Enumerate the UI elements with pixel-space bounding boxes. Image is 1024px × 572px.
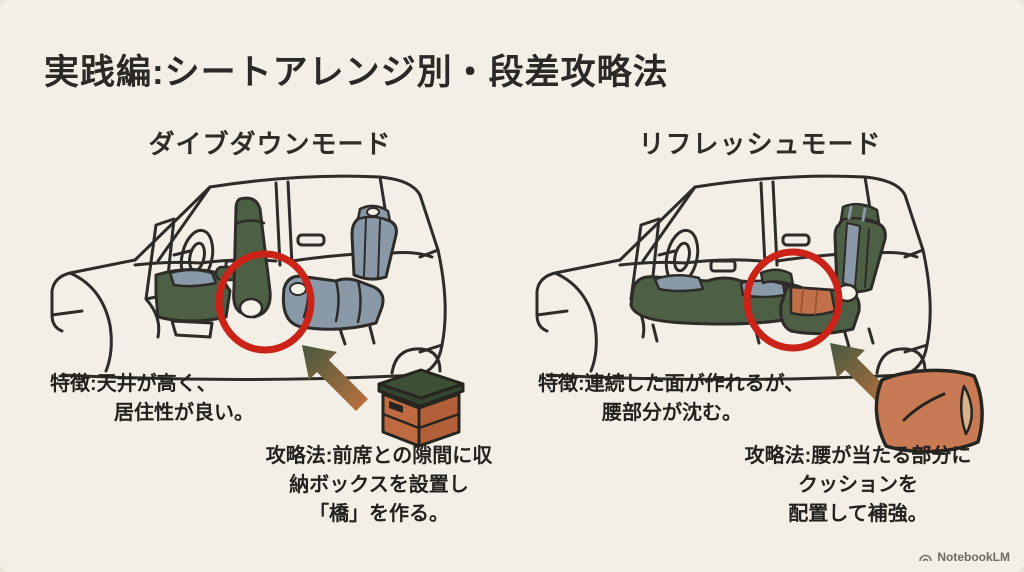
strategy-line: 「橋」を作る。	[309, 503, 449, 525]
front-seat-reclined-flat	[629, 268, 811, 345]
left-panel-heading: ダイブダウンモード	[148, 129, 392, 159]
car-illustration-dive-down	[50, 174, 447, 411]
storage-box-icon	[377, 368, 465, 448]
gradient-arrow-up-left-icon	[302, 345, 368, 411]
strategy-line: 攻略法:前席との隙間に収	[265, 445, 493, 467]
strategy-line: クッションを	[798, 474, 918, 496]
left-strategy-text: 攻略法:前席との隙間に収 納ボックスを設置し 「橋」を作る。	[234, 442, 524, 529]
notebooklm-logo-icon	[919, 554, 933, 562]
feature-line: 腰部分が沈む。	[602, 402, 742, 424]
strategy-line: 納ボックスを設置し	[289, 474, 469, 496]
feature-line: 特徴:連続した面が作れるが、	[538, 373, 805, 395]
rear-seatback-upright	[833, 202, 887, 349]
watermark-label: NotebookLM	[937, 550, 1010, 564]
left-feature-text: 特徴:天井が高く、 居住性が良い。	[50, 370, 254, 428]
hip-sink-highlight	[789, 285, 837, 317]
strategy-line: 配置して補強。	[788, 503, 928, 525]
car-body-outline	[50, 174, 447, 381]
feature-line: 居住性が良い。	[114, 402, 254, 424]
cushion-icon	[874, 368, 984, 454]
right-strategy-text: 攻略法:腰が当たる部分に クッションを 配置して補強。	[716, 442, 1000, 529]
right-feature-text: 特徴:連続した面が作れるが、 腰部分が沈む。	[538, 370, 804, 428]
feature-line: 特徴:天井が高く、	[50, 373, 217, 395]
car-illustration-refresh	[535, 174, 932, 409]
watermark: NotebookLM	[918, 550, 1010, 564]
red-circle-highlight	[743, 248, 843, 352]
page-title: 実践編:シートアレンジ別・段差攻略法	[44, 53, 669, 92]
right-panel-heading: リフレッシュモード	[638, 129, 882, 159]
strategy-line: 攻略法:腰が当たる部分に	[744, 445, 972, 467]
red-circle-highlight	[215, 250, 315, 354]
